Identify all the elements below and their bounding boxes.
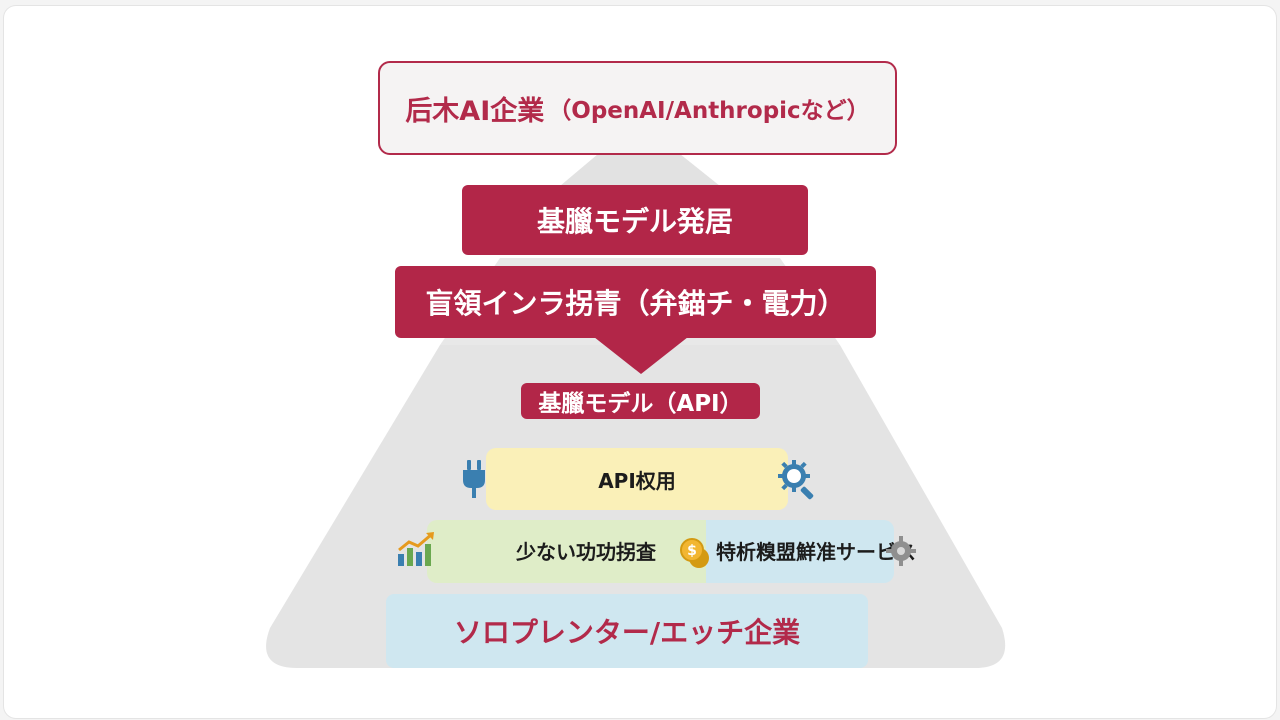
api-model-label: 基臘モデル（API） bbox=[538, 391, 743, 417]
gear-search-icon bbox=[778, 460, 814, 500]
top-ai-companies-box: 后木AI企業 （OpenAI/Anthropicなど） bbox=[378, 61, 897, 155]
bar-chart-icon bbox=[398, 532, 434, 566]
solopreneur-box: ソロプレンター/エッチ企業 bbox=[386, 594, 868, 668]
coin-icon: $ bbox=[680, 538, 709, 568]
foundation-model-dev-box: 基臘モデル発居 bbox=[462, 185, 808, 255]
solopreneur-label: ソロプレンター/エッチ企業 bbox=[453, 616, 801, 649]
niche-service-label: 特析糗盟鮮准サービス bbox=[716, 540, 916, 564]
top-box-subtitle: （OpenAI/Anthropicなど） bbox=[548, 98, 870, 124]
infrastructure-box: 盲領インラ拐青（弁錨チ・電力） bbox=[395, 266, 876, 338]
niche-service-bar bbox=[706, 520, 894, 583]
foundation-model-dev-label: 基臘モデル発居 bbox=[536, 205, 733, 238]
api-use-box: API权用 bbox=[486, 448, 788, 510]
infrastructure-label: 盲領インラ拐青（弁錨チ・電力） bbox=[425, 287, 846, 320]
api-use-label: API权用 bbox=[598, 468, 676, 493]
plug-icon bbox=[463, 460, 485, 498]
svg-text:$: $ bbox=[687, 543, 697, 559]
low-investment-bar bbox=[427, 520, 712, 583]
gear-icon bbox=[886, 536, 916, 566]
low-investment-label: 少ない功功拐査 bbox=[516, 540, 656, 564]
top-box-title: 后木AI企業 bbox=[405, 95, 545, 127]
api-model-box: 基臘モデル（API） bbox=[521, 383, 760, 419]
